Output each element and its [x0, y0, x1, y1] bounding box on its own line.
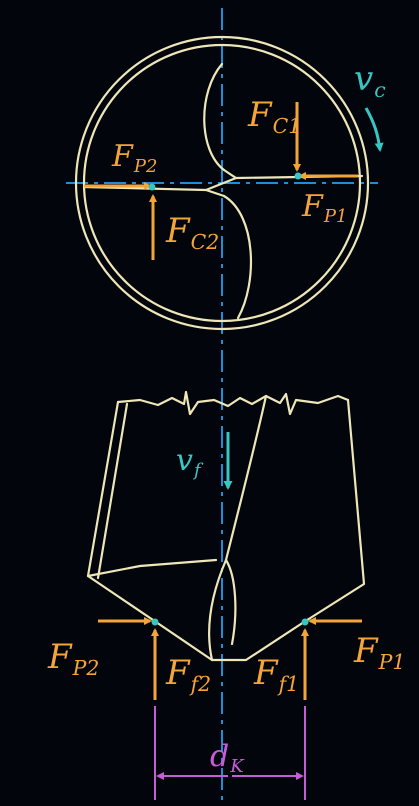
upper-flute-curve [203, 62, 226, 172]
top-view [74, 35, 370, 331]
label-ff1: Ff1 [254, 656, 299, 695]
flute-inner-curve [224, 558, 237, 646]
fp1-contact-dot [294, 172, 302, 180]
label-dk: dK [210, 742, 244, 776]
label-vc-main: v [354, 59, 374, 99]
label-vf: vf [176, 446, 201, 480]
label-fp2-top: FP2 [112, 142, 157, 176]
label-vf-sub: f [193, 460, 201, 482]
label-fp2-top-sub: P2 [133, 156, 158, 178]
label-fp1-side-sub: P1 [378, 650, 406, 675]
ff2-contact-dot [151, 618, 159, 626]
label-fp1-top-sub: P1 [323, 206, 348, 228]
label-fp1-top: FP1 [302, 192, 347, 226]
label-dk-main: d [210, 739, 230, 774]
side-view [86, 390, 366, 662]
drill-right-side [302, 398, 366, 624]
label-fc2: FC2 [166, 214, 219, 253]
top-view-forces [84, 102, 358, 260]
label-fp1-side-main: F [354, 631, 378, 671]
flute-curve-side [208, 394, 268, 662]
broken-top-edge [116, 390, 350, 416]
label-ff1-main: F [254, 653, 278, 693]
label-fc2-main: F [166, 211, 190, 251]
label-ff2-main: F [166, 653, 190, 693]
label-fc1-main: F [248, 95, 272, 135]
drill-outer-circle [74, 35, 370, 331]
lower-flute-curve [222, 194, 252, 320]
fp2-contact-dot [148, 183, 156, 191]
label-vc-sub: c [374, 78, 386, 103]
label-fc1: FC1 [248, 98, 301, 137]
label-fp1-side: FP1 [354, 634, 405, 673]
side-view-forces [98, 617, 362, 700]
label-fc1-sub: C1 [272, 114, 302, 139]
rotation-arrow [364, 107, 384, 152]
label-ff2-sub: f2 [190, 672, 212, 697]
chisel-edge [204, 176, 238, 192]
dimension-dk [154, 706, 306, 800]
label-vf-main: v [176, 443, 193, 478]
drill-inner-circle [82, 43, 362, 323]
label-vc: vc [354, 62, 386, 101]
label-fp2-top-main: F [112, 139, 133, 174]
label-fp2-side-main: F [48, 637, 72, 677]
label-fp2-side: FP2 [48, 640, 99, 679]
drill-tip-edges [154, 620, 306, 662]
label-dk-sub: K [230, 756, 244, 778]
ff1-contact-dot [301, 618, 309, 626]
drill-left-inner-side [96, 402, 129, 580]
label-fc2-sub: C2 [190, 230, 220, 255]
label-ff2: Ff2 [166, 656, 211, 695]
land-edge [86, 558, 218, 578]
label-fp2-side-sub: P2 [72, 656, 100, 681]
label-ff1-sub: f1 [278, 672, 300, 697]
label-fp1-top-main: F [302, 189, 323, 224]
